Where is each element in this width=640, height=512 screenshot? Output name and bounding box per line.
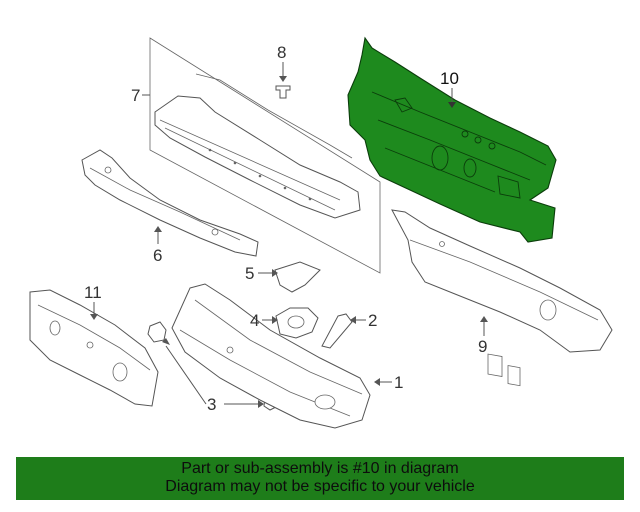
callout-9: 9 bbox=[478, 337, 487, 356]
part-11-lower-panel bbox=[29, 289, 159, 407]
part-8-clip bbox=[275, 62, 291, 99]
callout-7: 7 bbox=[131, 86, 140, 105]
part-1-cowl-top bbox=[171, 283, 392, 429]
callout-8: 8 bbox=[277, 43, 286, 62]
callout-11: 11 bbox=[84, 283, 102, 302]
callout-2: 2 bbox=[368, 311, 377, 330]
callout-3: 3 bbox=[207, 395, 216, 414]
callout-4: 4 bbox=[250, 311, 259, 330]
part-4-bracket bbox=[262, 307, 319, 339]
parts-diagram: 1 2 3 4 5 6 7 8 9 10 11 bbox=[29, 36, 613, 429]
part-2-strap bbox=[321, 313, 366, 349]
part-5-bracket bbox=[258, 261, 321, 293]
part-9-reinforcement bbox=[391, 209, 613, 387]
part-10-dash-panel-highlighted bbox=[347, 36, 557, 243]
callout-5: 5 bbox=[245, 264, 254, 283]
callout-1: 1 bbox=[394, 373, 403, 392]
callout-6: 6 bbox=[153, 246, 162, 265]
callout-10: 10 bbox=[440, 69, 459, 88]
banner-line-2: Diagram may not be specific to your vehi… bbox=[165, 478, 475, 495]
info-banner: Part or sub-assembly is #10 in diagram D… bbox=[16, 457, 624, 500]
part-6-bracket bbox=[81, 149, 259, 257]
banner-line-1: Part or sub-assembly is #10 in diagram bbox=[181, 460, 459, 477]
part-7-cowl-panel bbox=[149, 37, 381, 274]
